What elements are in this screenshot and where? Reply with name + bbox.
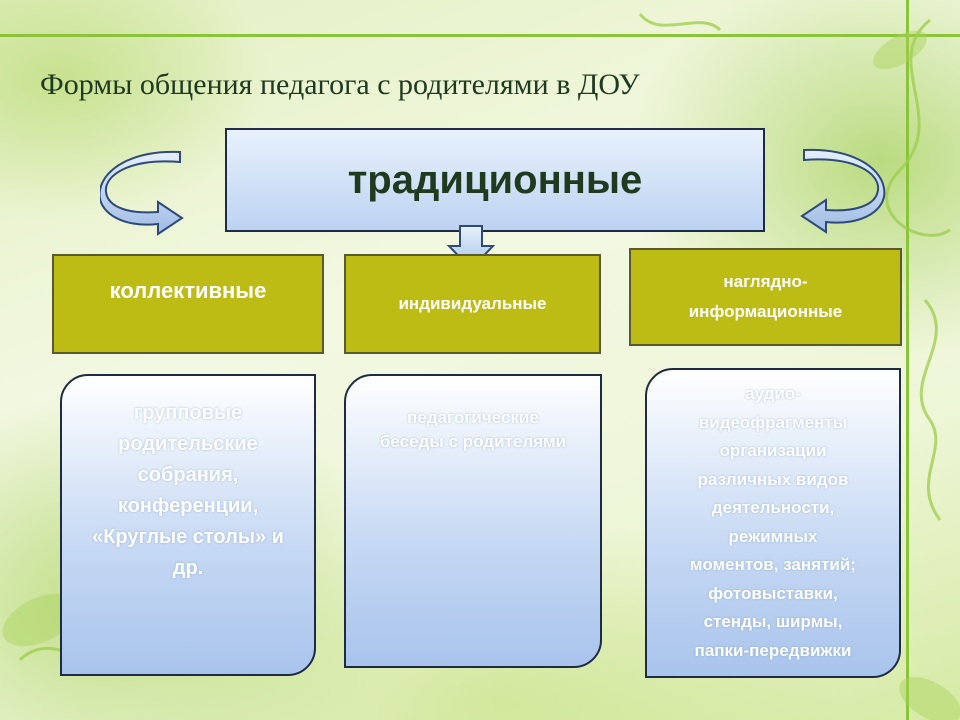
category-visual-info: наглядно- информационные: [629, 248, 902, 346]
curved-arrow-left-icon: [100, 150, 184, 236]
category-visual-info-line-2: информационные: [688, 302, 843, 321]
card-line: различных видов: [697, 469, 849, 489]
curved-arrow-right-icon: [800, 148, 886, 234]
main-category-label: традиционные: [347, 157, 643, 202]
page-title: Формы общения педагога с родителями в ДО…: [40, 68, 640, 101]
card-line: «Круглые столы» и: [92, 526, 284, 548]
card-line: фотовыставки,: [708, 583, 838, 603]
category-individual-label: индивидуальные: [398, 294, 547, 313]
category-visual-info-line-1: наглядно-: [723, 272, 808, 291]
card-visual-info: аудио- видеофрагменты организации различ…: [645, 368, 901, 678]
card-individual: педагогические беседы с родителями: [344, 374, 602, 668]
card-line: деятельности,: [711, 498, 835, 517]
frame-top-line: [0, 34, 960, 37]
card-line: организации: [719, 441, 827, 460]
frame-right-line: [906, 0, 909, 720]
card-line: стенды, ширмы,: [703, 612, 843, 631]
card-line: групповые: [133, 402, 243, 424]
category-collective: коллективные: [52, 254, 324, 354]
card-collective: групповые родительские собрания, конфере…: [60, 374, 316, 676]
main-category-box: традиционные: [225, 128, 765, 232]
card-line: педагогические: [407, 408, 539, 427]
card-line: др.: [172, 557, 204, 579]
card-line: беседы с родителями: [379, 432, 567, 451]
card-line: родительские: [118, 433, 258, 455]
category-individual: индивидуальные: [344, 254, 601, 354]
card-line: конференции,: [117, 495, 259, 517]
card-line: аудио-: [745, 384, 801, 403]
category-collective-label: коллективные: [109, 278, 267, 303]
card-line: моментов, занятий;: [690, 555, 856, 574]
card-line: режимных: [728, 526, 818, 546]
card-line: папки-передвижки: [694, 640, 852, 660]
card-line: видеофрагменты: [698, 412, 848, 432]
card-line: собрания,: [137, 464, 239, 486]
